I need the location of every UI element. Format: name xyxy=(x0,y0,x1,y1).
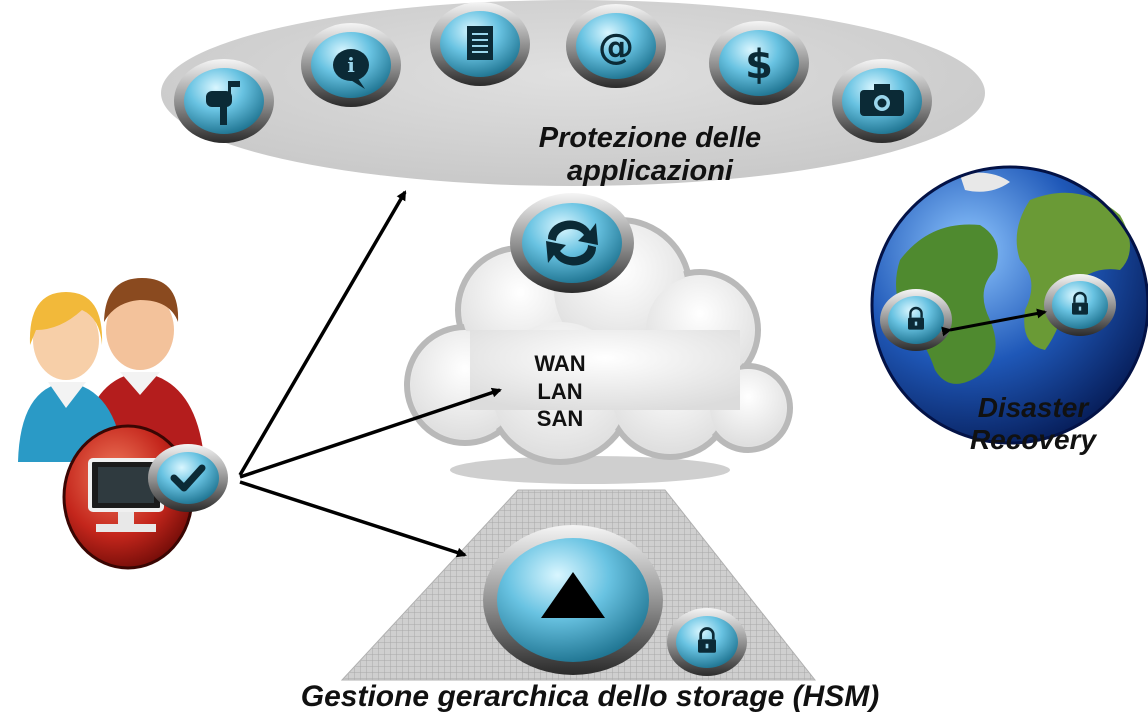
applications-label-line2: applicazioni xyxy=(567,155,733,188)
disaster-recovery-label: Disaster Recovery xyxy=(948,392,1118,456)
network-cloud xyxy=(404,217,793,484)
arrow-to-applications xyxy=(238,190,407,476)
mailbox-icon[interactable] xyxy=(174,59,274,143)
computer-check-icon[interactable] xyxy=(62,424,228,570)
sync-icon[interactable] xyxy=(510,193,634,293)
disaster-label-line1: Disaster xyxy=(977,392,1089,423)
disaster-label-line2: Recovery xyxy=(969,424,1097,456)
arrow-to-storage xyxy=(239,480,467,558)
arrow-to-network xyxy=(239,387,502,479)
applications-label: Protezione delle applicazioni xyxy=(470,122,830,189)
lock-icon[interactable] xyxy=(880,289,952,351)
camera-icon[interactable] xyxy=(832,59,932,143)
document-icon[interactable] xyxy=(430,2,530,86)
hsm-label: Gestione gerarchica dello storage (HSM) xyxy=(300,680,880,713)
network-label-wan: WAN xyxy=(534,351,586,376)
check-icon[interactable] xyxy=(148,444,228,512)
at-sign-icon[interactable]: @ xyxy=(566,4,666,88)
lock-icon[interactable] xyxy=(1044,274,1116,336)
info-icon[interactable]: i xyxy=(301,23,401,107)
applications-label-line1: Protezione delle xyxy=(538,122,762,154)
users-icon xyxy=(18,278,205,470)
network-label-lan: LAN xyxy=(537,378,583,404)
lock-icon[interactable] xyxy=(667,608,747,676)
svg-text:$: $ xyxy=(745,42,773,88)
svg-text:@: @ xyxy=(598,27,634,68)
network-label-san: SAN xyxy=(536,406,584,431)
eject-triangle-icon[interactable] xyxy=(483,525,663,675)
svg-text:i: i xyxy=(347,53,355,77)
network-label: WAN LAN SAN xyxy=(505,350,615,433)
dollar-icon[interactable]: $ xyxy=(709,21,809,105)
replication-arrow xyxy=(941,308,1047,337)
